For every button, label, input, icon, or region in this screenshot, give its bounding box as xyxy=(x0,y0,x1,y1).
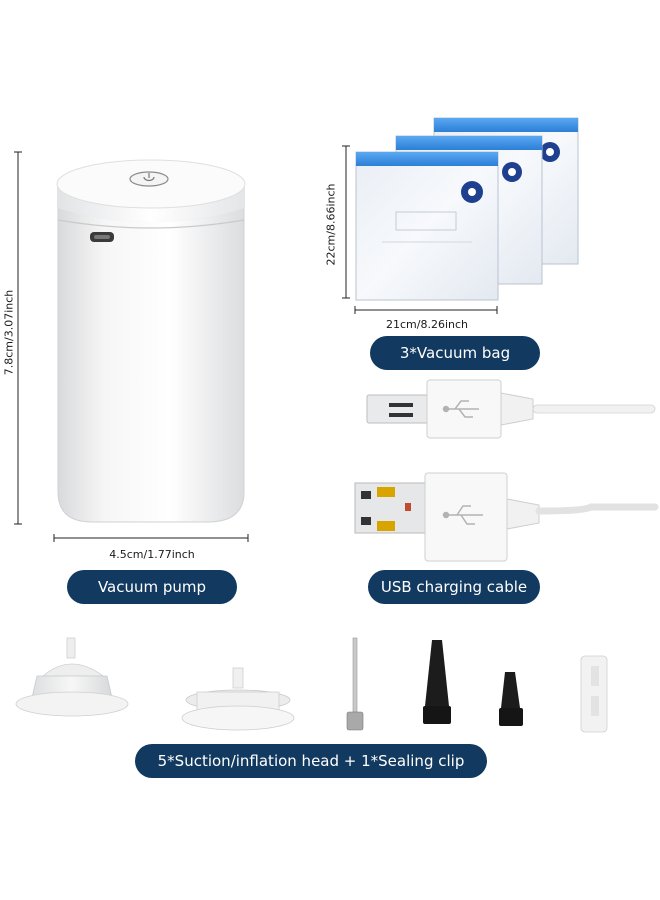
usb-cable-label: USB charging cable xyxy=(368,570,540,604)
accessories-image xyxy=(15,637,608,733)
pump-height-line xyxy=(14,151,22,525)
usb-port-icon xyxy=(90,232,114,242)
usb-a-connector xyxy=(354,472,659,562)
bag-width-line xyxy=(354,306,498,314)
vacuum-bags-image xyxy=(355,117,579,301)
vacuum-bag-1 xyxy=(355,151,499,301)
pump-width-label: 4.5cm/1.77inch xyxy=(109,548,195,561)
power-icon xyxy=(129,171,169,187)
bag-width-label: 21cm/8.26inch xyxy=(385,318,468,331)
sealing-clip xyxy=(580,655,608,733)
inflation-needle xyxy=(346,637,364,731)
usb-cable-image xyxy=(354,379,659,562)
bag-height-line xyxy=(342,145,350,299)
pump-width-line xyxy=(53,534,249,542)
vacuum-pump-label: Vacuum pump xyxy=(67,570,237,604)
vacuum-bag-label: 3*Vacuum bag xyxy=(370,336,540,370)
disc-adapter-head xyxy=(181,667,295,731)
usb-trident-icon xyxy=(442,505,483,525)
bag-height-label: 22cm/8.66inch xyxy=(324,183,338,266)
micro-usb-connector xyxy=(366,379,656,439)
accessories-label: 5*Suction/inflation head + 1*Sealing cli… xyxy=(135,744,487,778)
suction-cup-head xyxy=(15,637,129,717)
short-nozzle xyxy=(499,672,523,726)
pump-height-label: 7.8cm/3.07inch xyxy=(2,289,16,376)
usb-trident-icon xyxy=(442,400,479,418)
long-nozzle xyxy=(423,640,451,724)
vacuum-pump-image xyxy=(56,159,246,523)
